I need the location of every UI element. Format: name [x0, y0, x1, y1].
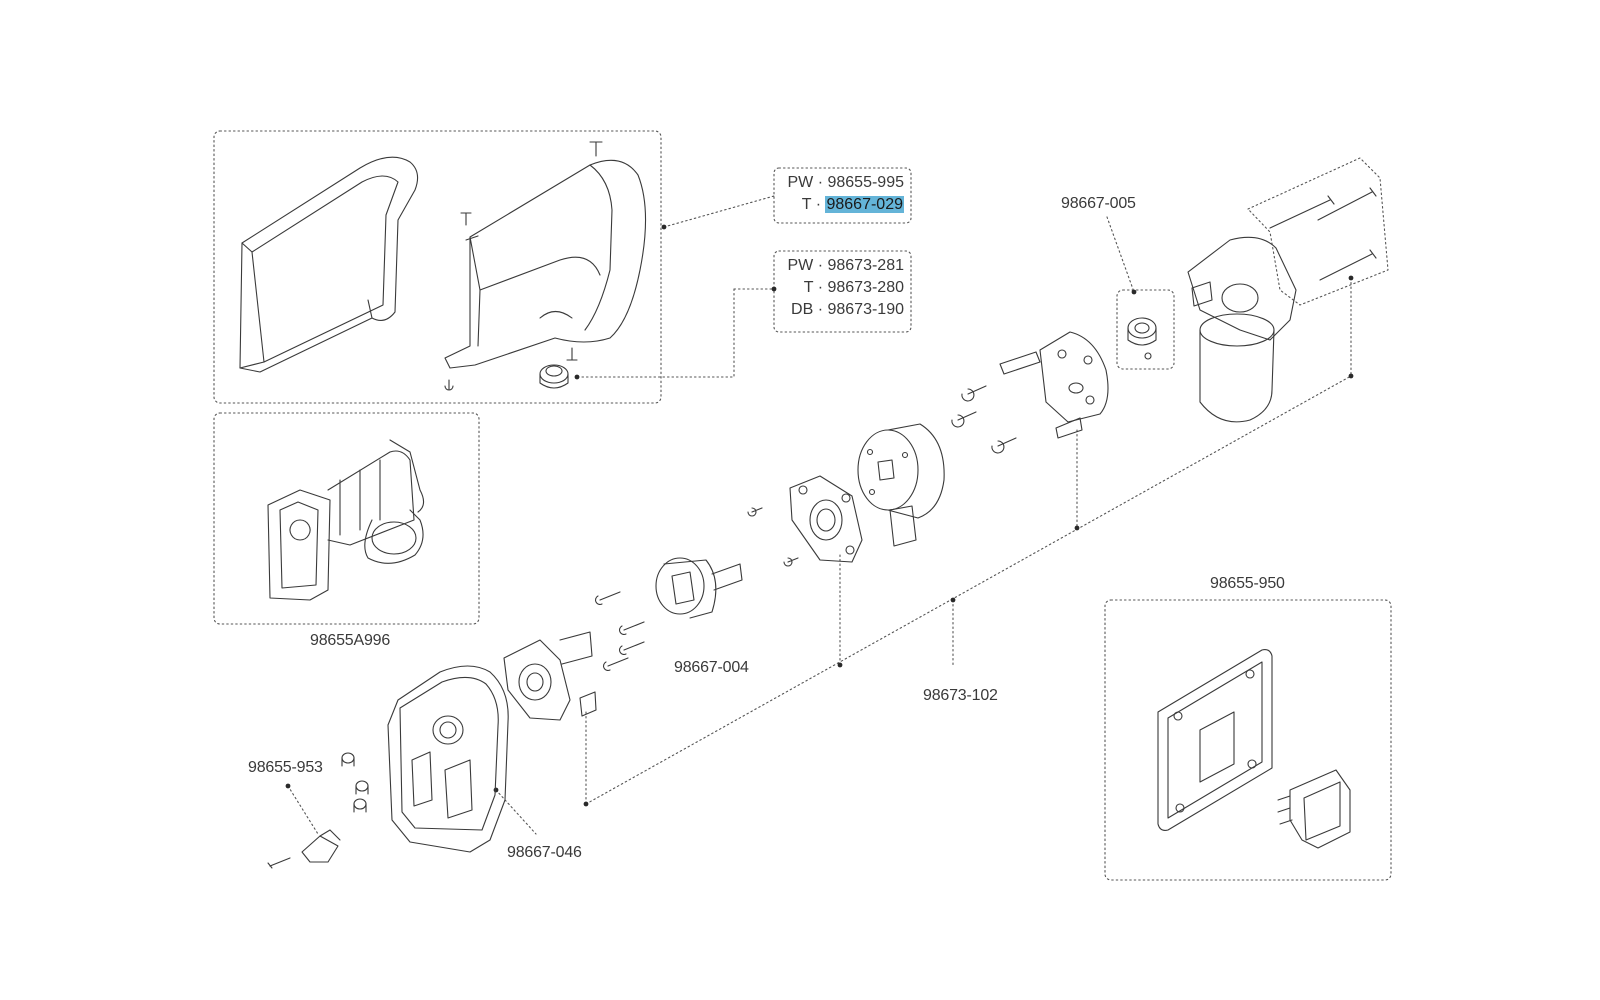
gear-ring-part — [789, 475, 863, 563]
end-cap-part — [539, 364, 569, 389]
part-number-98673-280[interactable]: 98673-280 — [827, 279, 904, 296]
cover-leader-line — [663, 195, 775, 228]
cap-kit-callout: PW · 98673-281 T · 98673-280 DB · 98673-… — [782, 255, 904, 321]
cover-frame-part — [239, 156, 419, 373]
label-hub[interactable]: 98667-004 — [674, 659, 749, 676]
label-gear-set[interactable]: 98673-102 — [923, 687, 998, 704]
cover-screws — [444, 141, 603, 391]
main-axis-line — [585, 375, 1352, 805]
cover-shell-part — [444, 159, 647, 369]
motor-screws — [951, 385, 1017, 454]
long-bolts — [1269, 187, 1377, 281]
label-limit-switch[interactable]: 98655-953 — [248, 759, 323, 776]
cover-group-box — [213, 130, 662, 404]
screws-row — [594, 507, 799, 672]
label-housing[interactable]: 98667-046 — [507, 844, 582, 861]
limit-switch-part — [267, 829, 341, 869]
label-switch-panel[interactable]: 98655-950 — [1210, 575, 1285, 592]
switch-plate-part — [1157, 649, 1273, 831]
assembly-group-box — [213, 412, 480, 625]
seal-leader-line — [1106, 216, 1135, 293]
cover-kit-callout: PW · 98655-995 T · 98667-029 — [782, 172, 904, 216]
cover-kit-row-pw[interactable]: PW · 98655-995 — [787, 174, 904, 191]
cover-kit-row-t[interactable]: T · 98667-029 — [801, 196, 904, 213]
cap-kit-row-t[interactable]: T · 98673-280 — [803, 279, 904, 296]
switch-leader-line — [287, 785, 319, 835]
part-number-98655-995[interactable]: 98655-995 — [827, 174, 904, 191]
part-number-98673-190[interactable]: 98673-190 — [827, 301, 904, 318]
assembly-part — [267, 439, 425, 601]
cap-kit-row-db[interactable]: DB · 98673-190 — [791, 301, 904, 318]
cap-leader-line — [576, 288, 735, 378]
cap-kit-row-pw[interactable]: PW · 98673-281 — [787, 257, 904, 274]
cap-callout-box — [773, 250, 912, 333]
gearbox-part — [857, 423, 945, 547]
motor-part — [1187, 236, 1297, 423]
motor-plate-part — [999, 331, 1109, 439]
label-motor-seal[interactable]: 98667-005 — [1061, 195, 1136, 212]
part-number-98667-029-selected[interactable]: 98667-029 — [825, 196, 904, 213]
hub-part — [655, 557, 743, 619]
cover-callout-box — [773, 167, 912, 224]
bushings — [341, 752, 369, 813]
bolts-group-box — [1247, 157, 1389, 306]
rocker-switch-part — [1277, 769, 1351, 849]
housing-leader-line — [495, 789, 537, 835]
label-assembly[interactable]: 98655A996 — [310, 632, 391, 649]
housing-part — [387, 665, 509, 853]
switch-panel-group-box — [1104, 599, 1392, 881]
part-number-98673-281[interactable]: 98673-281 — [827, 257, 904, 274]
seal-part — [1127, 317, 1157, 360]
seal-group-box — [1116, 289, 1175, 370]
mount-plate-part — [503, 631, 597, 721]
